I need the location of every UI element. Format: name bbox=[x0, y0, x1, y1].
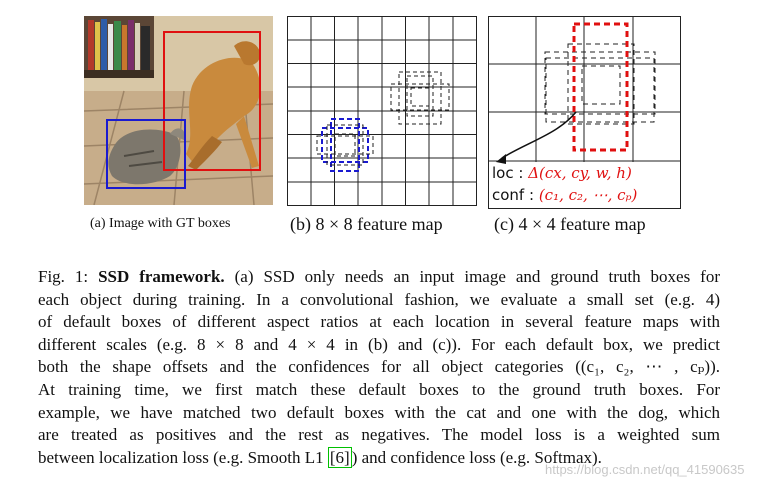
watermark: https://blog.csdn.net/qq_41590635 bbox=[545, 462, 745, 477]
gt-image bbox=[84, 16, 273, 205]
caption-a: (a) Image with GT boxes bbox=[90, 216, 230, 232]
conf-math: (c₁, c₂, ⋯, cₚ) bbox=[539, 186, 638, 204]
cat-matched-boxes bbox=[322, 119, 368, 171]
fig-bold-title: SSD framework. bbox=[98, 267, 225, 286]
grid-8x8 bbox=[287, 16, 477, 206]
arrow-line bbox=[502, 112, 576, 158]
desc-line-2: each object during training. In a convol… bbox=[38, 289, 720, 312]
desc-line-4: different scales (e.g. 8 × 8 and 4 × 4 i… bbox=[38, 334, 720, 357]
citation-link[interactable]: [6] bbox=[328, 447, 352, 468]
desc-line-1-rest: (a) SSD only needs an input image and gr… bbox=[225, 267, 720, 286]
cat-default-boxes bbox=[317, 125, 373, 165]
figure-description: Fig. 1: SSD framework. (a) SSD only need… bbox=[38, 266, 720, 469]
caption-c: (c) 4 × 4 feature map bbox=[494, 214, 646, 235]
dog-default-boxes-8x8 bbox=[391, 72, 449, 124]
caption-b: (b) 8 × 8 feature map bbox=[290, 214, 443, 235]
loc-math: Δ(cx, cy, w, h) bbox=[528, 164, 632, 182]
desc-line-7: example, we have matched two default box… bbox=[38, 402, 720, 425]
conf-label: conf : bbox=[492, 186, 534, 204]
loc-label: loc : bbox=[492, 164, 523, 182]
desc-line-5: both the shape offsets and the confidenc… bbox=[38, 356, 720, 379]
feature-map-8x8 bbox=[287, 16, 477, 206]
desc-line-6: At training time, we first match these d… bbox=[38, 379, 720, 402]
fig-label: Fig. 1: bbox=[38, 267, 98, 286]
gt-image-drawing bbox=[84, 16, 273, 205]
desc-line-9-pre: between localization loss (e.g. Smooth L… bbox=[38, 448, 328, 467]
desc-line-3: of default boxes of different aspect rat… bbox=[38, 311, 720, 334]
conf-annotation: conf : (c₁, c₂, ⋯, cₚ) bbox=[492, 186, 637, 204]
desc-line-8: are treated as positives and the rest as… bbox=[38, 424, 720, 447]
loc-annotation: loc : Δ(cx, cy, w, h) bbox=[492, 164, 632, 182]
desc-line-1: Fig. 1: SSD framework. (a) SSD only need… bbox=[38, 266, 720, 289]
